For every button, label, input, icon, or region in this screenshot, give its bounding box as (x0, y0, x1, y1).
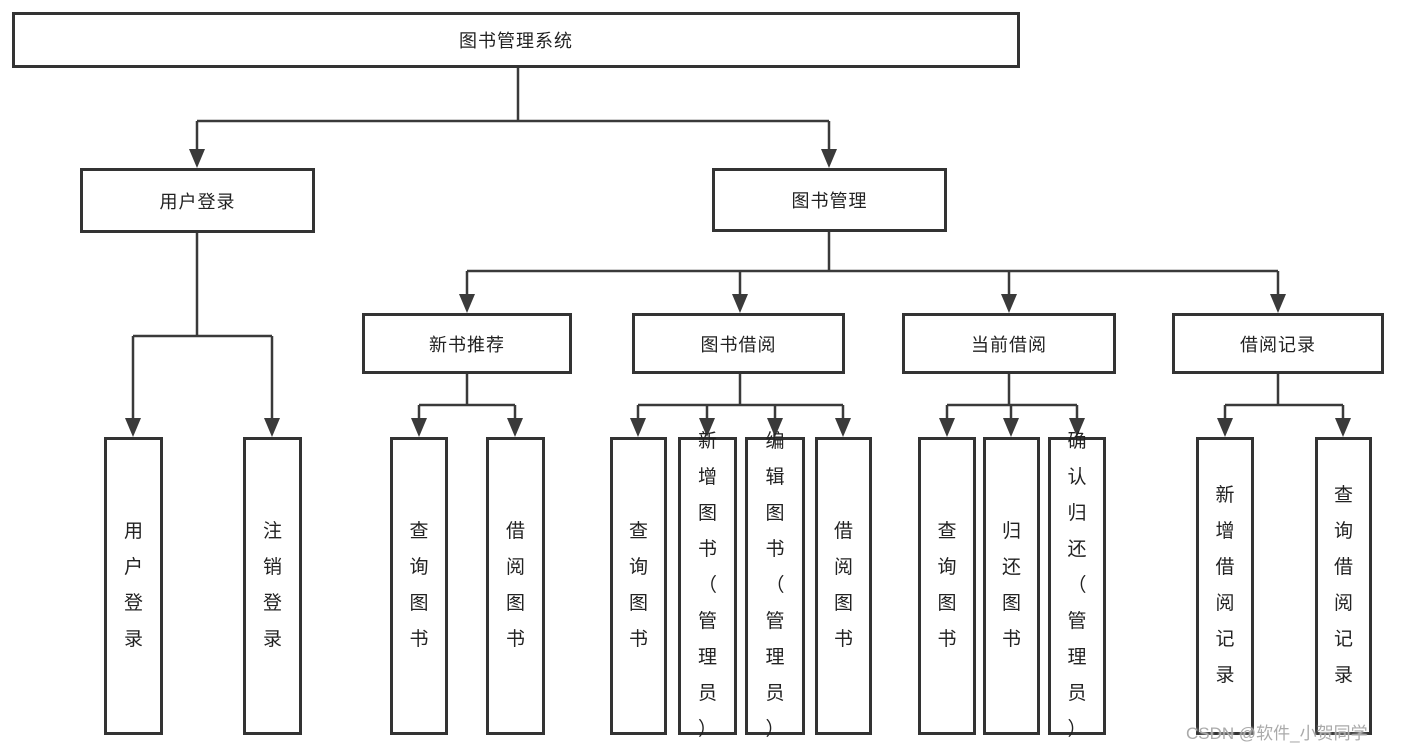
leaf-query-book-recommend: 查询图书 (390, 437, 448, 735)
node-new-book-recommend-label: 新书推荐 (429, 334, 505, 355)
node-root: 图书管理系统 (12, 12, 1020, 68)
leaf-add-book-admin: 新增图书（管理员） (678, 431, 737, 740)
leaf-logout: 注销登录 (243, 437, 302, 735)
leaf-query-book-recommend-label: 查询图书 (409, 521, 429, 650)
leaf-borrow-book-borrow-label: 借阅图书 (833, 521, 853, 650)
leaf-query-book-current: 查询图书 (918, 437, 976, 735)
leaf-borrow-book-recommend: 借阅图书 (486, 437, 545, 735)
leaf-return-book-label: 归还图书 (1001, 521, 1021, 650)
leaf-add-borrow-record: 新增借阅记录 (1196, 437, 1254, 735)
leaf-edit-book-admin-label: 编辑图书（管理员） (765, 431, 785, 740)
node-user-login-label: 用户登录 (159, 191, 236, 212)
node-borrow-records-label: 借阅记录 (1240, 334, 1316, 355)
leaf-edit-book-admin: 编辑图书（管理员） (745, 431, 805, 740)
leaf-add-borrow-record-label: 新增借阅记录 (1215, 485, 1235, 686)
leaf-add-book-admin-label: 新增图书（管理员） (697, 431, 717, 740)
node-current-borrow: 当前借阅 (902, 313, 1116, 374)
leaf-query-book-borrow-label: 查询图书 (628, 521, 648, 650)
leaf-query-book-borrow: 查询图书 (610, 437, 667, 735)
node-book-management-label: 图书管理 (791, 191, 868, 211)
leaf-query-borrow-record: 查询借阅记录 (1315, 437, 1372, 735)
leaf-query-borrow-record-label: 查询借阅记录 (1333, 485, 1353, 686)
leaf-user-login-label: 用户登录 (123, 521, 143, 650)
node-book-management: 图书管理 (712, 168, 947, 232)
leaf-borrow-book-recommend-label: 借阅图书 (505, 521, 525, 650)
node-borrow-records: 借阅记录 (1172, 313, 1384, 374)
leaf-confirm-return-admin: 确认归还（管理员） (1048, 431, 1106, 740)
leaf-return-book: 归还图书 (983, 437, 1040, 735)
node-book-borrow: 图书借阅 (632, 313, 845, 374)
node-user-login: 用户登录 (80, 168, 315, 233)
node-current-borrow-label: 当前借阅 (971, 334, 1047, 355)
leaf-borrow-book-borrow: 借阅图书 (815, 437, 872, 735)
leaf-query-book-current-label: 查询图书 (937, 521, 957, 650)
node-new-book-recommend: 新书推荐 (362, 313, 572, 374)
node-book-borrow-label: 图书借阅 (700, 334, 777, 355)
node-root-label: 图书管理系统 (459, 31, 573, 51)
leaf-user-login: 用户登录 (104, 437, 163, 735)
leaf-confirm-return-admin-label: 确认归还（管理员） (1067, 431, 1087, 740)
csdn-watermark: CSDN @软件_小贺同学 (1186, 724, 1368, 743)
leaf-logout-label: 注销登录 (262, 521, 282, 650)
